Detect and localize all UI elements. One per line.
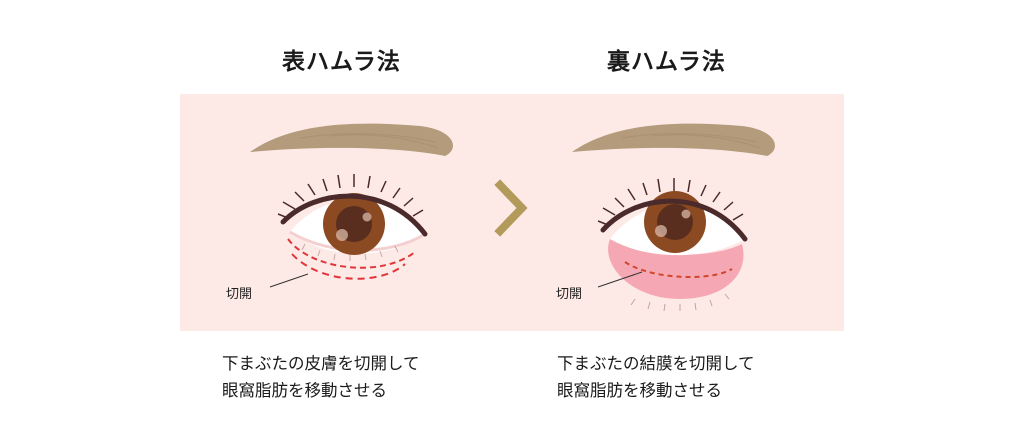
incision-pointer-line — [269, 273, 309, 288]
description-line: 眼窩脂肪を移動させる — [222, 381, 387, 400]
description-line: 眼窩脂肪を移動させる — [557, 381, 722, 400]
description-front-hamra: 下まぶたの皮膚を切開して 眼窩脂肪を移動させる — [222, 350, 420, 404]
eyebrow-icon — [250, 123, 453, 156]
incision-line — [624, 261, 733, 278]
description-back-hamra: 下まぶたの結膜を切開して 眼窩脂肪を移動させる — [557, 350, 755, 404]
title-back-hamra: 裏ハムラ法 — [607, 49, 726, 75]
eye-illustration-back — [572, 123, 775, 312]
illustration-panel: 切開 — [180, 94, 844, 331]
incision-label-front: 切開 — [226, 287, 253, 302]
eye-illustration-front — [250, 123, 453, 288]
conjunctiva-area — [608, 239, 744, 299]
description-line: 下まぶたの皮膚を切開して — [222, 354, 420, 373]
chevron-right-icon — [494, 179, 528, 237]
eyebrow-icon — [572, 123, 775, 156]
title-front-hamra: 表ハムラ法 — [282, 49, 401, 75]
description-line: 下まぶたの結膜を切開して — [557, 354, 755, 373]
incision-line — [287, 238, 416, 269]
incision-label-back: 切開 — [556, 287, 583, 302]
incision-pointer-line — [597, 271, 643, 288]
